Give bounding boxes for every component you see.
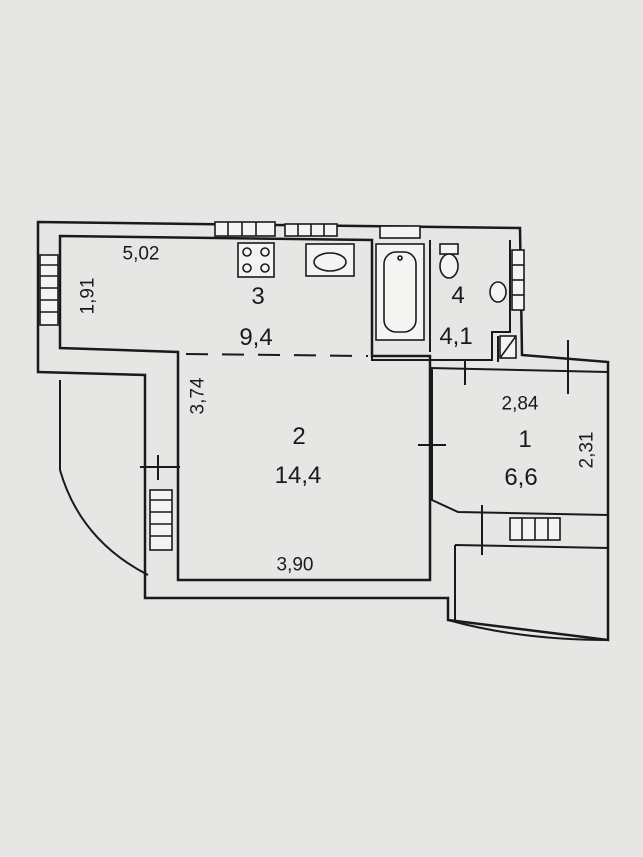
room-4-number: 4 [451,282,465,309]
balcony-right [454,544,609,620]
bathtub-icon [375,243,425,341]
inner-wall [58,234,432,582]
zone-divider [185,353,369,357]
dim-hall-width: 2,84 [501,393,539,415]
toilet-icon [439,243,459,279]
dim-hall-depth: 2,31 [576,431,598,469]
room-1-number: 1 [518,426,532,453]
balcony-left [59,380,149,576]
stove-icon [237,242,275,278]
window-kitchen-top [214,221,276,237]
room-3-area: 9,4 [239,324,273,351]
kitchen-sink-icon [305,243,355,277]
room-2-area: 14,4 [274,462,322,489]
window-living [149,489,173,551]
room-4-area: 4,1 [439,323,473,350]
room-3-number: 3 [251,283,265,310]
dim-kitchen-width: 5,02 [122,243,160,265]
washbasin-icon [489,281,507,303]
bathroom-wall [371,240,511,361]
window-left [39,254,59,326]
window-bath-top [379,225,421,239]
dim-living-depth: 3,74 [187,377,209,415]
dim-kitchen-depth: 1,91 [77,277,99,315]
room-1-area: 6,6 [504,464,538,491]
room-2-number: 2 [292,423,306,450]
dim-living-width: 3,90 [276,554,314,576]
balcony-right-curve [447,619,609,641]
